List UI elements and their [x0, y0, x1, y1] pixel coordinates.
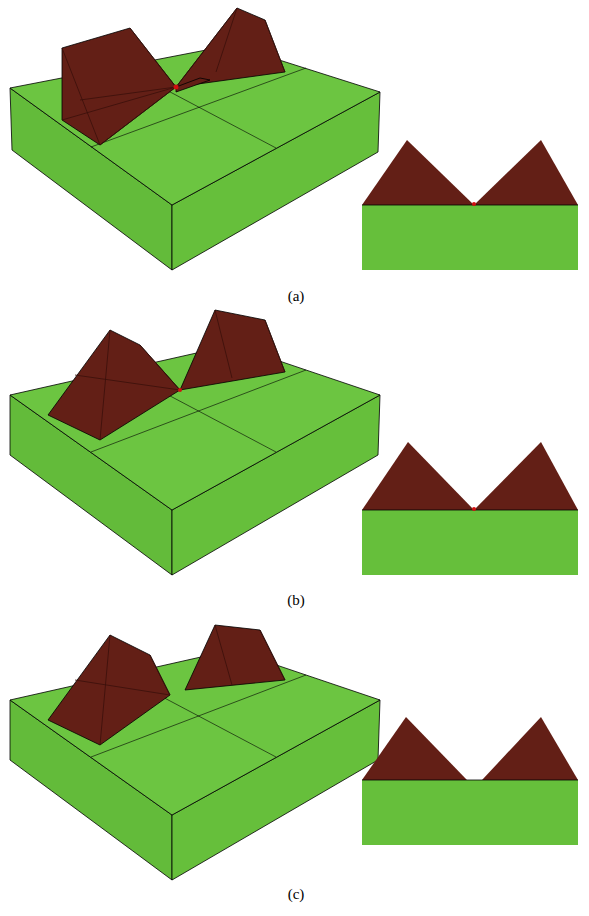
prisms-3d [48, 625, 285, 745]
panel-label: (b) [285, 592, 307, 609]
side-view [362, 442, 578, 575]
panel-label: (a) [286, 288, 307, 305]
side-view [362, 140, 578, 270]
prisms-3d [62, 8, 285, 145]
prisms-3d [48, 310, 285, 440]
side-view [362, 717, 578, 845]
panel-label: (c) [286, 886, 307, 903]
